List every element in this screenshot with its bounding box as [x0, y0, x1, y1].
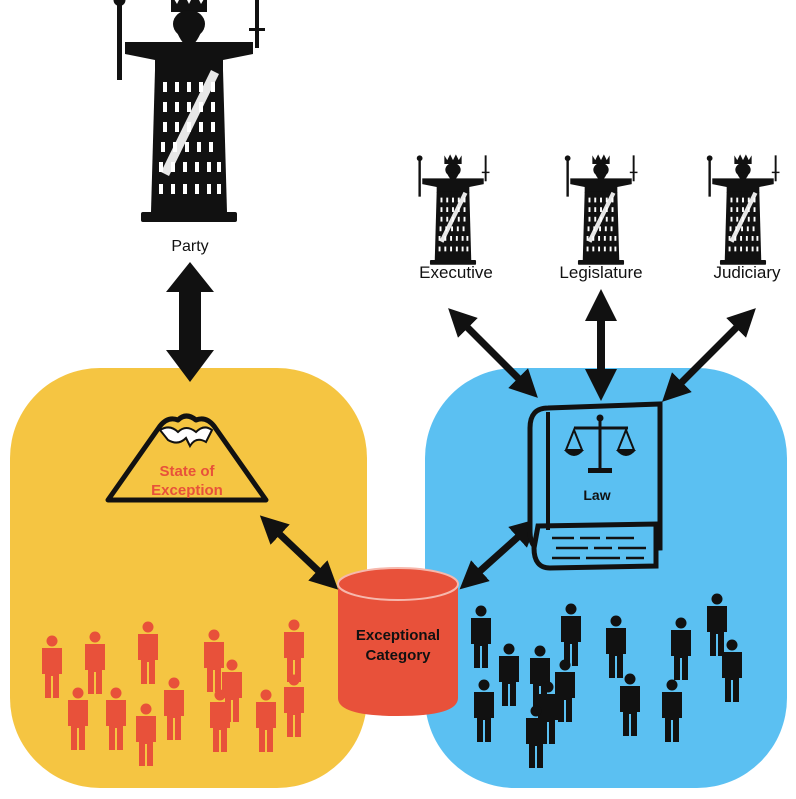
party-leviathan-icon	[113, 0, 265, 222]
law-category-arrow	[459, 518, 539, 590]
legislature-leviathan-icon	[564, 154, 638, 265]
party-label: Party	[171, 238, 208, 255]
executive-arrow	[448, 308, 538, 398]
exception-category-arrow	[259, 515, 339, 590]
legislature-label: Legislature	[559, 263, 642, 282]
state-of-exception-line2: Exception	[151, 482, 223, 499]
state-of-exception-line1: State of	[159, 463, 215, 480]
volcano-icon	[105, 413, 269, 503]
judiciary-leviathan-icon	[706, 154, 780, 265]
party-arrow	[166, 262, 214, 382]
executive-leviathan-icon	[416, 154, 490, 265]
exceptional-category-line2: Category	[365, 647, 431, 664]
judiciary-arrow	[662, 308, 756, 402]
executive-label: Executive	[419, 263, 493, 282]
exceptional-category-line1: Exceptional	[356, 627, 440, 644]
database-cylinder-icon	[337, 567, 459, 716]
judiciary-label: Judiciary	[713, 263, 781, 282]
law-book-icon	[527, 401, 663, 571]
law-label: Law	[583, 487, 610, 503]
